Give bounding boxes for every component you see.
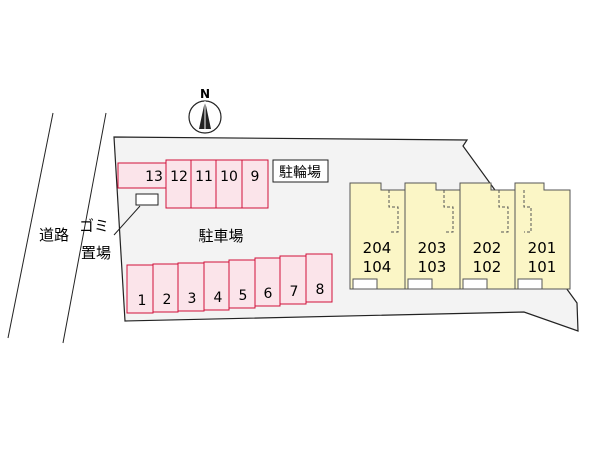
unit-interior-line	[523, 190, 532, 233]
unit-upper-label: 203	[418, 239, 447, 257]
balcony	[517, 278, 543, 290]
parking-space-label: 1	[138, 293, 147, 309]
parking-space-label: 3	[188, 291, 197, 307]
parking-space-label: 4	[214, 290, 223, 306]
parking-space-9	[241, 159, 269, 209]
unit-lower-label: 103	[418, 258, 447, 276]
unit-upper-label: 204	[363, 239, 392, 257]
road-edge-right	[62, 112, 107, 344]
parking-space-label: 6	[264, 286, 273, 302]
bicycle-parking-box	[272, 159, 329, 183]
parking-space-label: 11	[195, 169, 213, 185]
parking-label: 駐車場	[198, 227, 243, 245]
unit-lower-label: 104	[363, 258, 392, 276]
parking-space-label: 10	[220, 169, 238, 185]
unit-lower-label: 101	[528, 258, 557, 276]
parking-block-top: 13 12 11 10 9	[117, 159, 269, 209]
unit-upper-label: 201	[528, 239, 557, 257]
parking-space-8	[305, 253, 333, 303]
balcony	[352, 278, 378, 290]
bicycle-parking-label: 駐輪場	[279, 164, 321, 181]
north-label: N	[200, 87, 210, 101]
parking-space-6	[254, 257, 281, 307]
north-compass-icon	[188, 100, 222, 134]
garbage-leader-line	[113, 205, 141, 236]
balcony	[462, 278, 488, 290]
garbage-label-line2: 置場	[81, 244, 111, 262]
parking-space-2	[152, 263, 179, 313]
unit-interior-line	[388, 190, 399, 233]
parking-space-4	[203, 261, 230, 311]
parking-space-label: 9	[251, 169, 260, 185]
apartment-building: 204 104 203 103 202 102 201 101	[349, 182, 571, 290]
road-label: 道路	[39, 226, 69, 244]
garbage-label-line1: ゴミ	[79, 217, 109, 235]
parking-space-13-label: 13	[145, 169, 163, 185]
road-edge-left	[7, 112, 54, 339]
unit-lower-label: 102	[473, 258, 502, 276]
parking-space-label: 7	[290, 284, 299, 300]
parking-space-label: 12	[170, 169, 188, 185]
balcony	[407, 278, 433, 290]
unit-upper-label: 202	[473, 239, 502, 257]
parking-space-3	[177, 262, 205, 312]
parking-space-label: 2	[163, 292, 172, 308]
parking-space-label: 5	[239, 288, 248, 304]
unit-interior-line	[498, 190, 509, 233]
parking-block-bottom: 1 2 3 4 5 6 7 8	[126, 253, 333, 314]
garbage-box	[135, 193, 159, 206]
unit-interior-line	[443, 190, 454, 233]
parking-space-7	[279, 255, 307, 305]
parking-space-13	[117, 162, 167, 189]
parking-space-label: 8	[316, 282, 325, 298]
